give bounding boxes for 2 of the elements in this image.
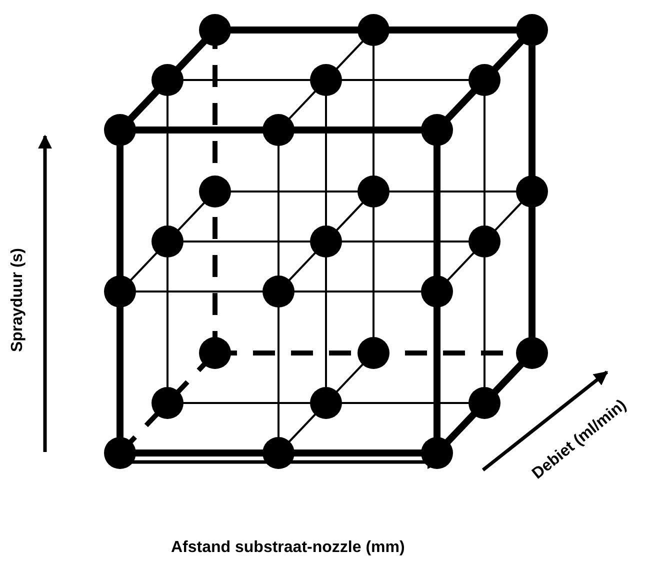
- axis-label: Afstand substraat-nozzle (mm): [171, 539, 405, 557]
- axis-label: Sprayduur (s): [9, 248, 27, 352]
